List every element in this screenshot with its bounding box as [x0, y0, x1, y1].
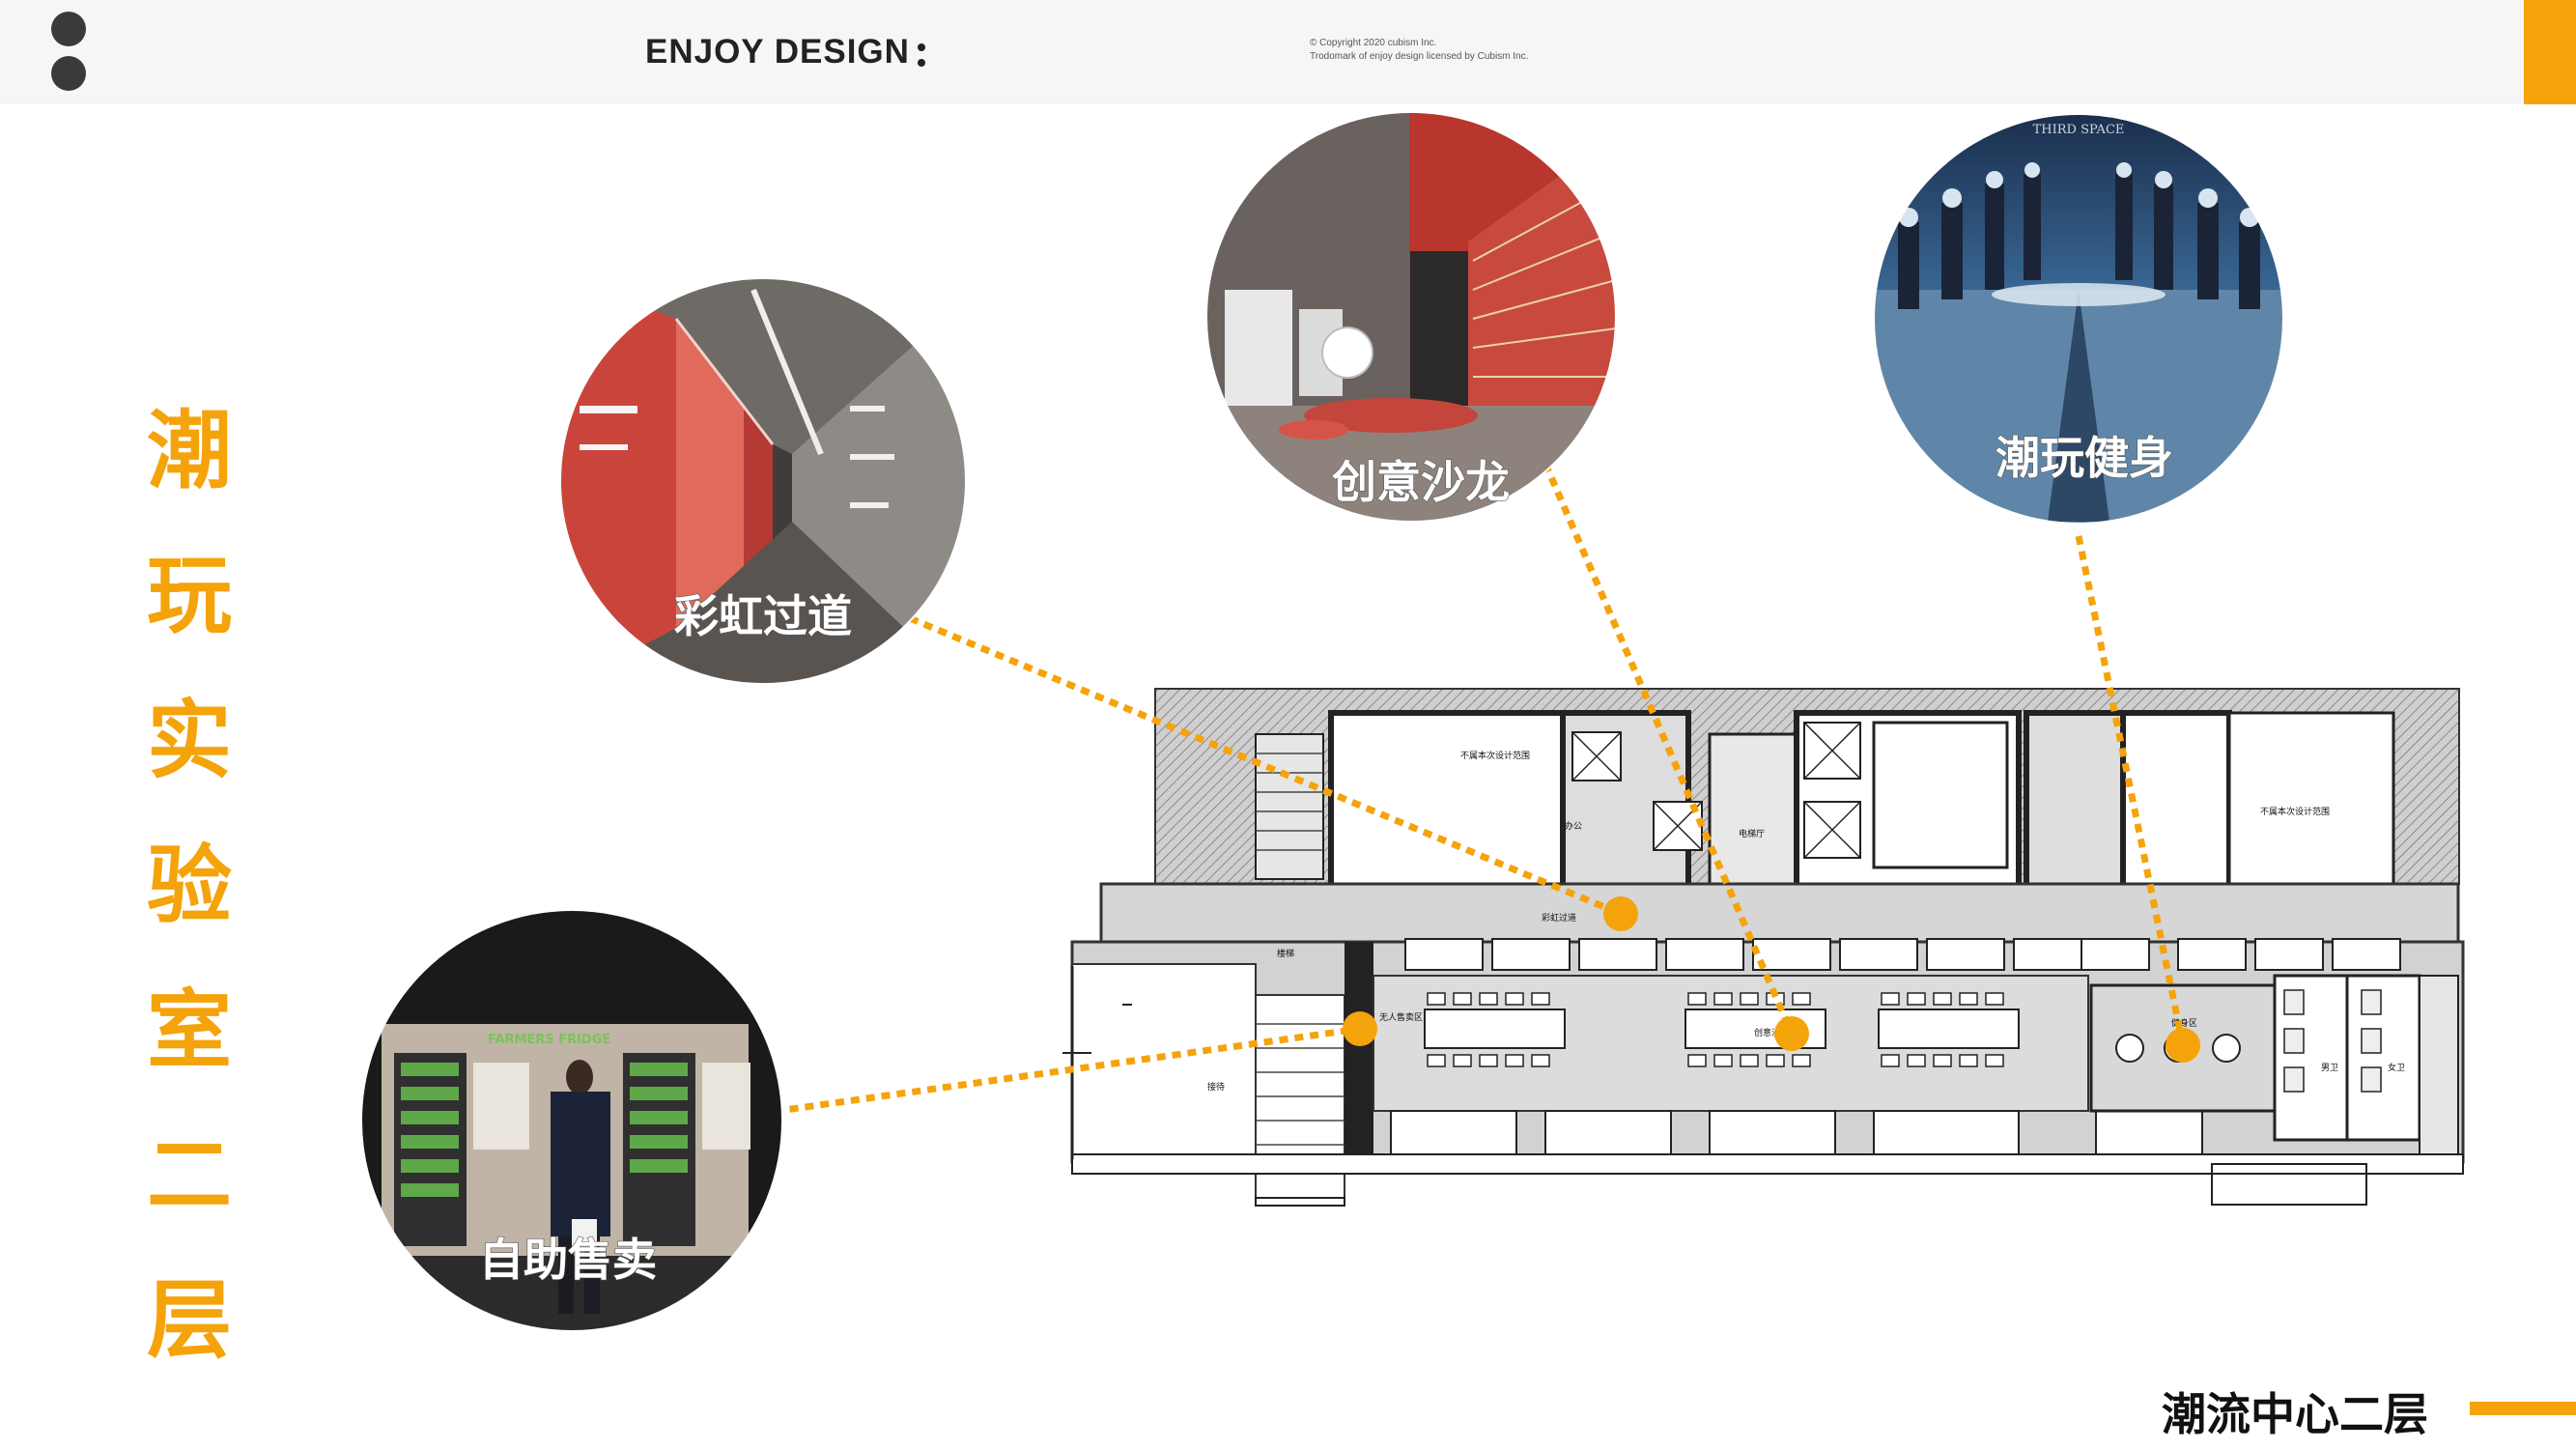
plan-label: 无人售卖区 [1379, 1011, 1423, 1023]
bubble-label-rainbow: 彩虹过道 [674, 590, 852, 642]
corner-accent-bar [2524, 0, 2576, 104]
vending-sign-text: FARMERS FRIDGE [488, 1033, 610, 1047]
title-char: 二 [146, 1125, 232, 1225]
marker-dots [1343, 896, 2200, 1063]
connector-lines [743, 462, 2187, 1120]
plan-label: 接待 [1207, 1081, 1225, 1093]
top-bar [0, 0, 2576, 104]
vending-photo[interactable]: FARMERS FRIDGE [361, 910, 782, 1331]
floor-plan: 不属本次设计范围 不属本次设计范围 彩虹过道 无人售卖区 创意沙龙 健身区 楼梯… [1062, 688, 2465, 1207]
title-char: 验 [146, 836, 232, 935]
menu-dot-icon[interactable] [51, 56, 86, 91]
vertical-page-title: 潮 玩 实 验 室 二 层 [143, 379, 236, 1393]
copyright-line: © Copyright 2020 cubism Inc. [1310, 38, 1437, 48]
copyright: © Copyright 2020 cubism Inc. Trodomark o… [1310, 37, 1528, 64]
marker-dot-gym[interactable] [2166, 1028, 2200, 1063]
title-char: 层 [146, 1270, 232, 1370]
bubble-frame [1205, 111, 1617, 523]
plan-label: 不属本次设计范围 [2260, 806, 2330, 817]
trademark-line: Trodomark of enjoy design licensed by Cu… [1310, 51, 1529, 62]
menu-dot-icon[interactable] [51, 12, 86, 46]
bubble-frame [1873, 113, 2284, 525]
brand-logo: ENJOY DESIGN [645, 33, 925, 71]
gym-sign-text: THIRD SPACE [2033, 123, 2125, 137]
marker-dot-rainbow[interactable] [1603, 896, 1638, 931]
plan-label: 办公 [1565, 820, 1582, 832]
plan-label: 电梯厅 [1739, 828, 1765, 839]
bubble-frame [360, 909, 783, 1332]
bubble-label-salon: 创意沙龙 [1332, 456, 1510, 508]
bubble-label-vending: 自助售卖 [479, 1234, 657, 1286]
title-char: 实 [146, 691, 232, 790]
title-char: 潮 [146, 401, 232, 500]
bubble-frame [559, 277, 967, 685]
corridor-photo[interactable] [551, 270, 976, 696]
marker-dot-vending[interactable] [1343, 1011, 1377, 1046]
bubble-label-gym: 潮玩健身 [1996, 432, 2173, 484]
plan-label: 彩虹过道 [1542, 912, 1576, 923]
plan-label: 女卫 [2388, 1062, 2405, 1073]
title-char: 室 [146, 980, 232, 1080]
footer-accent-line [2470, 1402, 2576, 1415]
footer-title: 潮流中心二层 [2162, 1388, 2428, 1440]
plan-label: 男卫 [2321, 1063, 2338, 1073]
plan-label: 楼梯 [1277, 948, 1294, 959]
colon-icon [917, 42, 925, 67]
title-char: 玩 [146, 546, 232, 645]
plan-label: 不属本次设计范围 [1460, 750, 1530, 761]
marker-dot-salon[interactable] [1774, 1016, 1809, 1051]
